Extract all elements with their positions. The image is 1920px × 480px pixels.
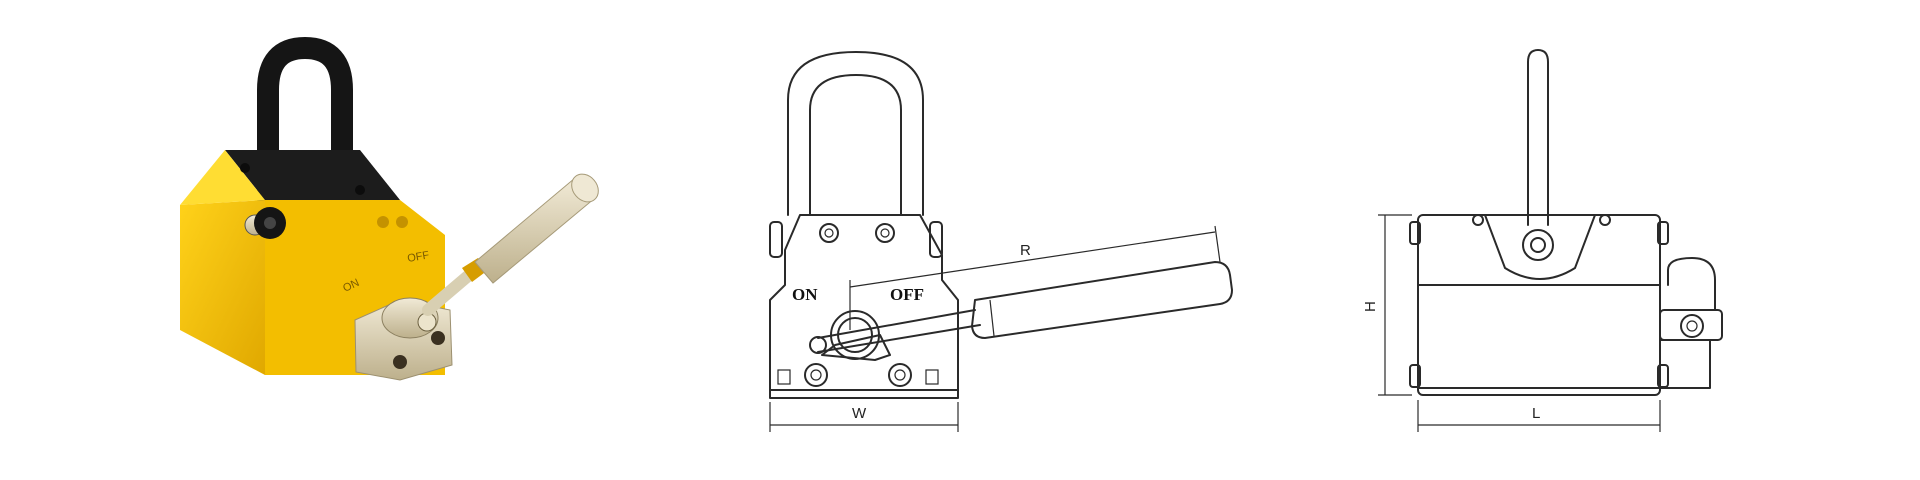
magnet-photo: ON OFF: [180, 36, 599, 381]
front-off-label: OFF: [890, 285, 924, 304]
side-handle: [1527, 49, 1549, 226]
side-body-outline: [1417, 214, 1661, 396]
front-handle-grip: [971, 261, 1233, 339]
bolt-icon: [240, 163, 250, 173]
dim-height-label: H: [1362, 301, 1379, 312]
bolt-icon: [377, 216, 389, 228]
bolt-icon: [355, 185, 365, 195]
front-shackle: [787, 51, 924, 216]
bolt-icon: [396, 216, 408, 228]
front-view-drawing: ON OFF R W: [769, 51, 1233, 432]
magnet-body-front: [180, 200, 265, 375]
front-body-outline: [769, 214, 959, 399]
dim-width-label: W: [852, 405, 867, 422]
side-view-drawing: H L: [1362, 49, 1723, 432]
side-pivot: [1522, 229, 1554, 261]
handle-rod: [422, 264, 481, 316]
dim-length-label: L: [1532, 405, 1540, 422]
dim-reach-label: R: [1020, 242, 1031, 259]
photo-off-text: OFF: [406, 249, 430, 265]
lifting-shackle: [257, 36, 353, 216]
magnet-body-left: [180, 150, 265, 205]
front-on-label: ON: [792, 285, 818, 304]
